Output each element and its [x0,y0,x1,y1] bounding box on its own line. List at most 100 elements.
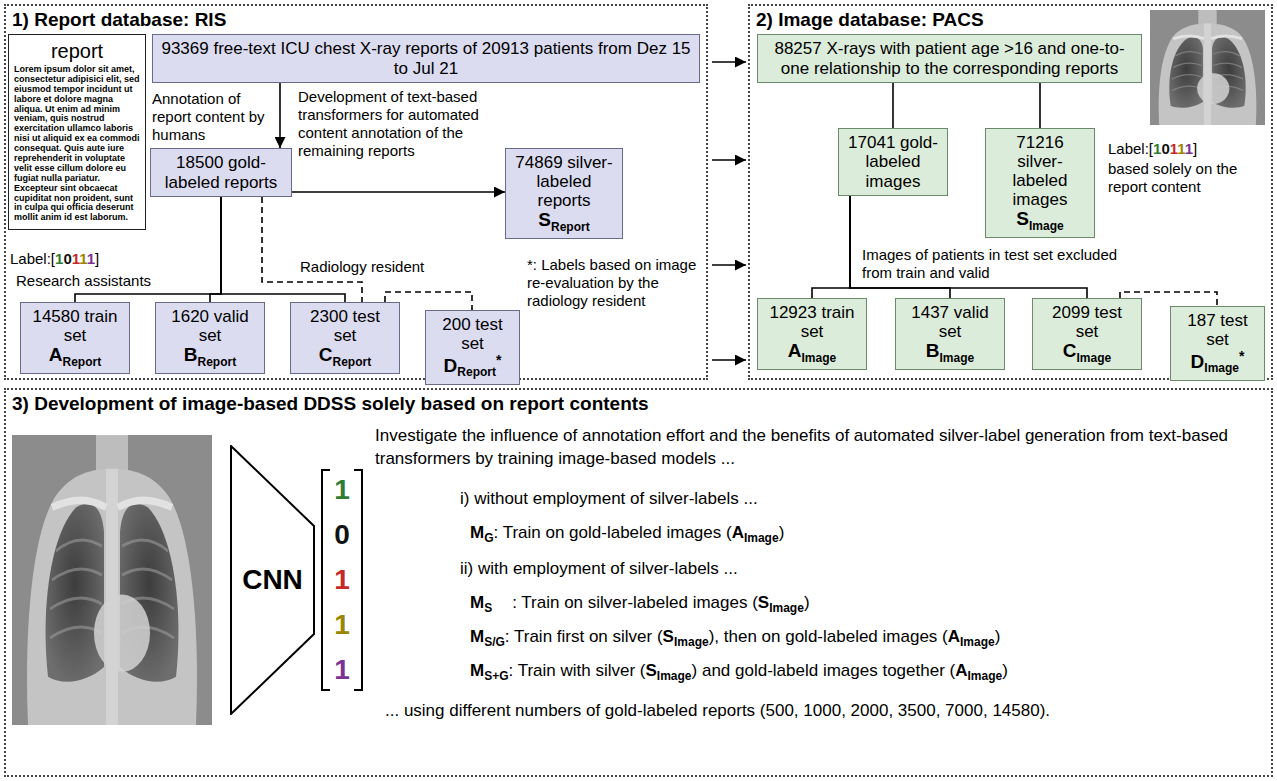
annotator-label: Research assistants [16,272,151,290]
label-text: i) without employment of silver-labels .… [460,489,758,508]
panel-heading: 1) Report database: RIS [6,6,706,34]
dataset-box: 1437 valid setBImage [895,298,1005,370]
label-text: Research assistants [16,272,151,289]
process-box: 18500 gold-labeled reports [150,148,292,197]
symbol-line: AImage [788,341,836,365]
symbol-line: CImage [1063,341,1111,365]
symbol-line: CReport [319,345,371,369]
footnote-mark: * [496,352,501,368]
symbol-line: BImage [926,341,974,365]
process-box: 74869 silver-labeled reportsSReport [505,148,623,239]
label-text: M [470,523,484,542]
box-text: 88257 X-rays with patient age >16 and on… [764,39,1135,77]
connector [279,83,281,148]
set-symbol: D [444,355,458,376]
box-text: 18500 gold-labeled reports [157,153,285,191]
box-text: 2099 test set [1039,303,1135,341]
symbol-line: SImage [1016,209,1063,233]
subscript: S+G [484,669,508,683]
symbol-line: DImage* [1191,349,1245,375]
label-text: 0 [63,250,71,267]
subscript: Image [674,635,709,649]
label-text: 1 [55,250,63,267]
label-text: : Train with silver ( [509,661,646,680]
label-vector: Label:[10111] [10,250,99,268]
subscript: Report [198,355,237,369]
subscript: S/G [484,635,505,649]
label-text: 0 [1161,140,1169,157]
label-text: M [470,661,484,680]
report-heading: report [14,39,140,63]
edge-label: Development of text-based transformers f… [298,88,503,160]
label-text: : Train on silver-labeled images ( [512,593,758,612]
set-symbol: S [538,209,551,230]
label-text: A [955,661,967,680]
model-line: MS+G: Train with silver (SImage) and gol… [470,660,1008,685]
subscript: Image [769,601,804,615]
connector [812,196,850,298]
dataset-box: 2300 test setCReport [290,302,400,374]
edge-label: Annotation of report content by humans [152,90,270,144]
subscript: Report [63,355,102,369]
subscript: Image [744,531,779,545]
connector [712,264,746,266]
set-symbol: B [184,344,198,365]
label-vector: Label:[10111] [1108,140,1197,158]
label-text: 1 [334,474,350,505]
report-body: Lorem ipsum dolor sit amet, consectetur … [14,65,140,223]
subscript: Image [1029,219,1064,233]
dataset-box: 187 test setDImage* [1170,306,1265,381]
subscript: G [484,531,493,545]
set-symbol: A [788,340,802,361]
database-panel: 1) Report database: RIS reportLorem ipsum… [4,4,708,380]
process-box: 93369 free-text ICU chest X-ray reports … [152,34,700,83]
subscript: Image [1204,361,1239,375]
label-text: *: Labels based on image re-evaluation b… [527,256,696,309]
subscript: Image [1077,351,1112,365]
annotator-label: Radiology resident [300,258,424,276]
label-text: ) and gold-labeld images together ( [692,661,956,680]
note: based solely on the report content [1108,160,1266,196]
label-text: Radiology resident [300,258,424,275]
set-symbol: A [49,344,63,365]
symbol-line: BReport [184,345,236,369]
label-text: S [663,627,674,646]
label-text: 1 [1153,140,1161,157]
dataset-box: 14580 train setAReport [20,302,130,374]
subscript: Image [657,669,692,683]
label-text: A [948,627,960,646]
dataset-box: 200 test setDReport* [425,310,520,385]
label-text: ] [1193,140,1197,157]
set-symbol: S [1016,208,1029,229]
subscript: Report [333,355,372,369]
subscript: Image [968,669,1003,683]
output-digit: 1 [330,654,354,686]
connector [892,83,894,128]
label-text: M [470,627,484,646]
label-text: ) [995,627,1001,646]
model-line: MG: Train on gold-labeled images (AImage… [470,522,784,547]
box-text: 71216 silver-labeled images [992,133,1088,209]
box-text: 1620 valid set [162,307,258,345]
connector [712,359,746,361]
description: Investigate the influence of annotation … [375,425,1265,471]
label-text: based solely on the report content [1108,160,1237,195]
output-digit: 1 [330,474,354,506]
box-text: 74869 silver-labeled reports [512,153,616,210]
label-text: 1 [1170,140,1178,157]
box-text: 200 test set [432,315,513,353]
connector [262,197,362,302]
connector [292,191,505,193]
box-text: 12923 train set [764,303,860,341]
dataset-box: 12923 train setAImage [757,298,867,370]
set-symbol: D [1191,351,1205,372]
label-text: Images of patients in test set excluded … [862,246,1117,281]
box-text: 2300 test set [297,307,393,345]
box-text: 17041 gold-labeled images [845,133,941,190]
label-text: 1 [72,250,80,267]
label-text: 1 [334,564,350,595]
set-symbol: C [1063,340,1077,361]
label-text: 1 [1185,140,1193,157]
label-text: ) [804,593,810,612]
set-symbol: B [926,340,940,361]
